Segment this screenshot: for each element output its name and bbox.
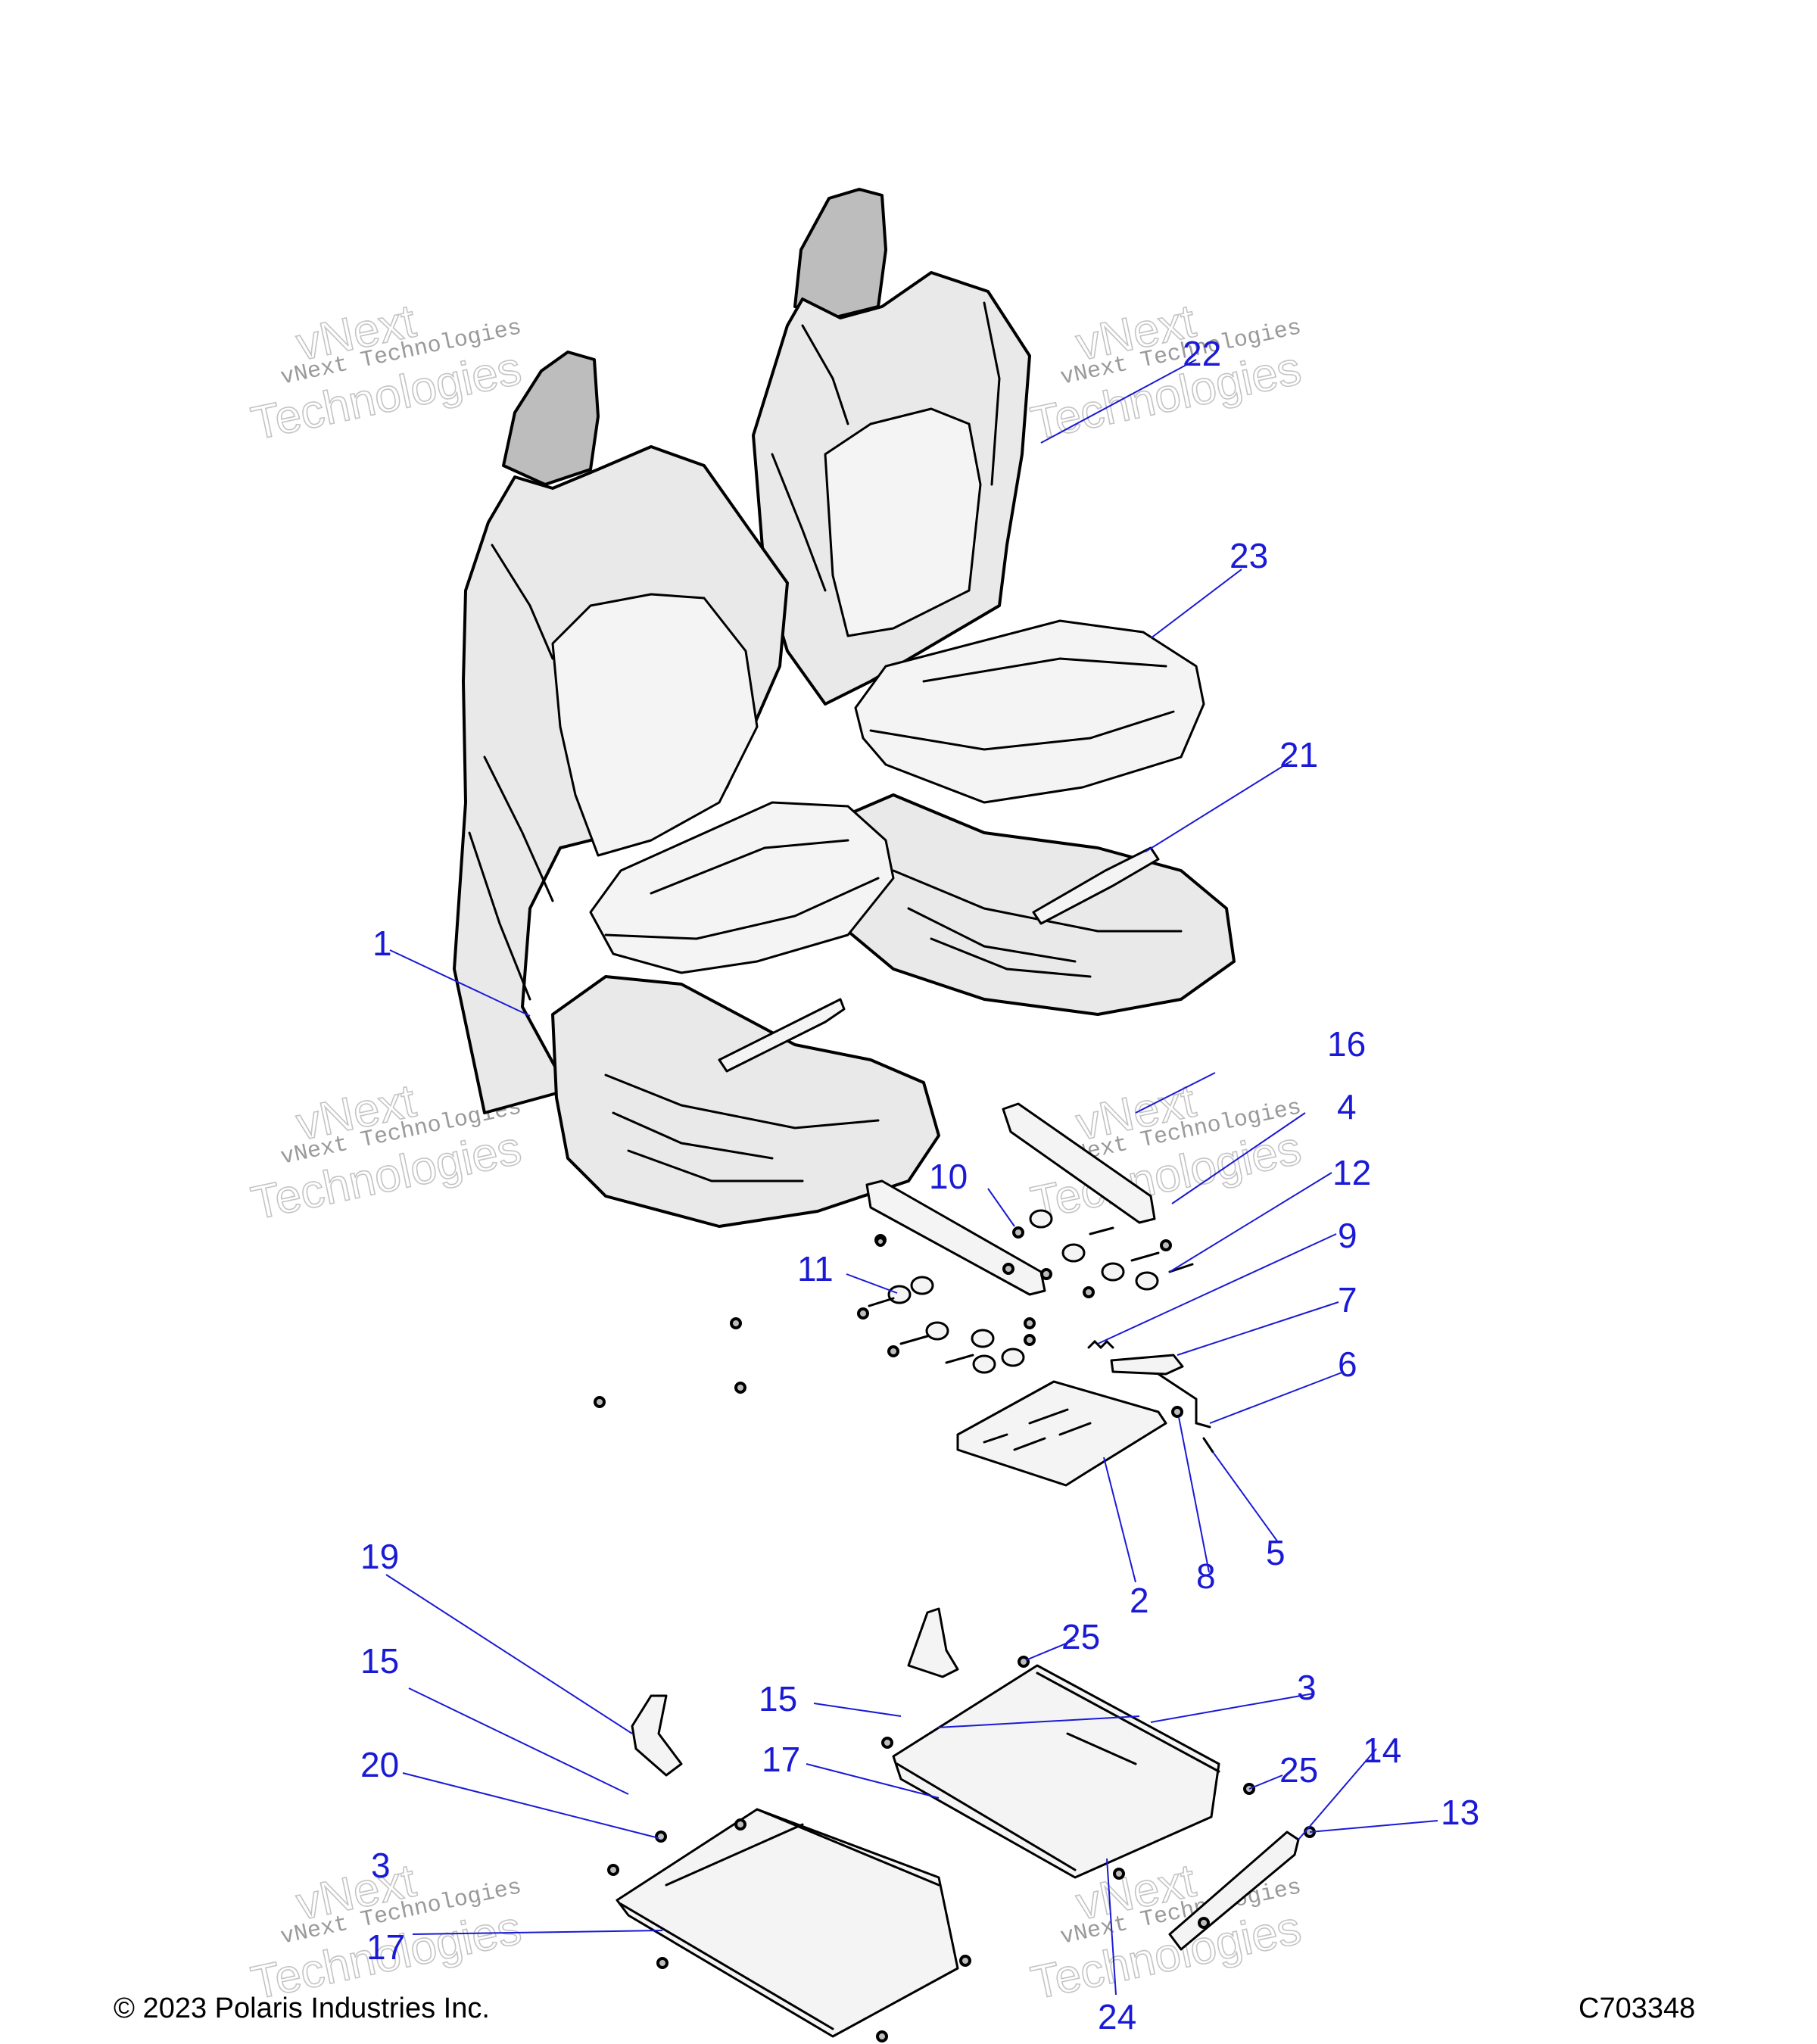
pin-5 [1202,1437,1214,1454]
callout-10: 10 [929,1157,968,1196]
seat-cushion-right [854,619,1205,804]
callout-9: 9 [1338,1216,1357,1255]
callout-5: 5 [1266,1533,1286,1572]
callout-17-right: 17 [762,1740,800,1779]
watermark-top-right: vNext vNext Technologies Technologies [1026,294,1306,451]
spring-9 [1087,1339,1114,1350]
seat-left [453,351,940,1228]
callout-15-right: 15 [759,1679,797,1718]
watermark-top-left: vNext vNext Technologies Technologies [246,294,526,451]
callout-12: 12 [1332,1153,1371,1192]
callout-15-left: 15 [360,1641,399,1681]
seat-cushion-left [589,801,895,974]
callout-3-right: 3 [1297,1668,1317,1707]
callout-19: 19 [360,1537,399,1576]
callout-14: 14 [1363,1731,1401,1770]
seat-base-left [551,975,940,1228]
copyright-text: © 2023 Polaris Industries Inc. [114,1993,490,2024]
bracket-left-seat [718,998,846,1073]
callout-7: 7 [1338,1280,1357,1320]
callout-4: 4 [1337,1087,1357,1126]
bracket-16 [1002,1102,1156,1224]
slider-left [607,1694,971,2042]
callout-8: 8 [1196,1556,1216,1596]
seat-right [752,188,1236,1016]
bracket-21 [1032,846,1160,925]
headrest-left [502,351,600,486]
slider-right [881,1607,1316,1951]
callout-labels: 1 2 3 3 4 5 6 7 8 9 10 11 12 13 14 15 15… [360,334,1479,2036]
leader-lines [385,359,1438,1996]
callout-21: 21 [1279,735,1318,774]
callout-2: 2 [1130,1581,1149,1620]
callout-6: 6 [1338,1344,1357,1384]
callout-1: 1 [372,924,392,963]
callout-20: 20 [360,1745,399,1784]
bolts [594,1226,1194,1408]
seat-base-right [831,793,1236,1016]
callout-25-top: 25 [1061,1617,1100,1656]
back-panel-right [824,407,982,637]
rod-6 [1157,1373,1211,1429]
diagram-code: C703348 [1579,1993,1695,2024]
callout-3-left: 3 [371,1846,391,1885]
callout-23: 23 [1230,536,1268,575]
back-panel-left [551,593,759,857]
latch-7 [1110,1354,1184,1376]
callout-24: 24 [1098,1997,1136,2036]
slider-frame-right [892,1664,1220,1879]
screw-8 [1171,1406,1183,1418]
strap-19 [631,1694,683,1777]
mounting-hardware [594,1102,1214,1487]
callout-25-right: 25 [1279,1750,1318,1790]
callout-16: 16 [1327,1024,1366,1064]
callout-13: 13 [1441,1793,1479,1832]
bracket-lower [865,1179,1046,1296]
callout-17-left: 17 [366,1927,405,1967]
strap-right [907,1607,959,1678]
callout-11: 11 [797,1249,834,1288]
headrest-right [793,188,887,319]
callout-22: 22 [1183,334,1221,373]
bushings [887,1209,1159,1374]
